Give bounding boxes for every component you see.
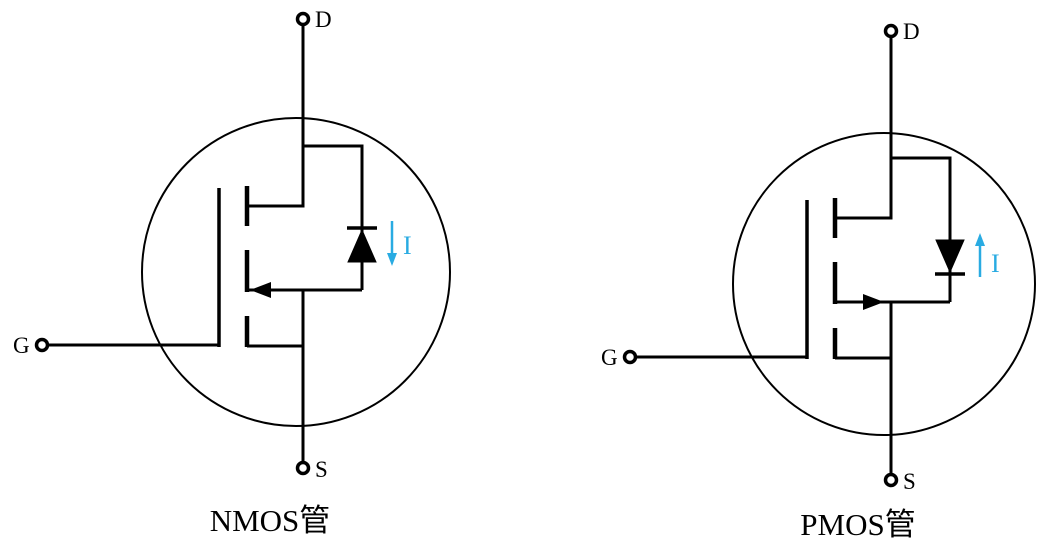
pmos-diode-branch-wire bbox=[891, 156, 952, 302]
pmos-body-arrowhead bbox=[863, 294, 884, 310]
nmos-source-terminal bbox=[295, 460, 311, 476]
pmos-current-arrowhead bbox=[975, 233, 985, 246]
pmos-gate-label: G bbox=[601, 345, 618, 370]
pmos-current-label: I bbox=[991, 249, 1000, 278]
nmos-drain-terminal bbox=[295, 11, 311, 27]
nmos-current-label: I bbox=[403, 231, 412, 260]
pmos-diagram: D G S I PMOS管 bbox=[601, 19, 1036, 542]
nmos-diode-triangle bbox=[347, 228, 377, 263]
pmos-caption: PMOS管 bbox=[800, 507, 915, 542]
pmos-drain-terminal bbox=[883, 23, 899, 39]
nmos-drain-label: D bbox=[315, 7, 332, 32]
pmos-drain-wire bbox=[835, 37, 893, 220]
nmos-diagram: D G S I NMOS管 bbox=[13, 7, 451, 538]
nmos-source-wire bbox=[247, 290, 305, 462]
nmos-diode-branch-wire bbox=[303, 144, 364, 290]
pmos-diode-triangle bbox=[935, 239, 965, 274]
pmos-gate-terminal bbox=[622, 349, 638, 365]
nmos-drain-wire bbox=[247, 25, 305, 208]
nmos-body-diode-icon bbox=[347, 226, 377, 263]
nmos-body-arrowhead bbox=[250, 282, 271, 298]
nmos-caption: NMOS管 bbox=[210, 503, 331, 538]
nmos-current-arrowhead bbox=[387, 253, 397, 266]
nmos-gate-terminal bbox=[34, 337, 50, 353]
nmos-enclosure-circle bbox=[141, 117, 451, 427]
nmos-gate-label: G bbox=[13, 333, 30, 358]
pmos-drain-label: D bbox=[903, 19, 920, 44]
nmos-source-label: S bbox=[315, 457, 328, 482]
pmos-current-arrow-icon bbox=[975, 233, 985, 277]
nmos-current-arrow-icon bbox=[387, 221, 397, 266]
pmos-source-terminal bbox=[883, 472, 899, 488]
pmos-source-label: S bbox=[903, 469, 916, 494]
pmos-enclosure-circle bbox=[732, 132, 1036, 436]
pmos-source-wire bbox=[835, 302, 893, 474]
pmos-body-diode-icon bbox=[935, 239, 965, 276]
